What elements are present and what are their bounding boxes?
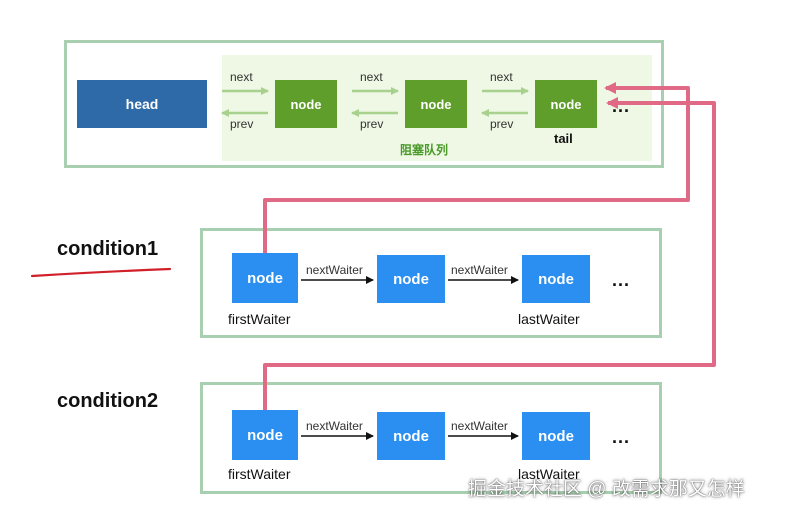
condition2-next-waiter-label-2: nextWaiter — [451, 419, 508, 433]
condition2-node-1: node — [232, 410, 298, 460]
condition2-to-tail-link — [263, 97, 716, 410]
condition2-node-2: node — [377, 412, 445, 460]
next-label-3: next — [490, 70, 513, 84]
condition2-first-waiter-label: firstWaiter — [228, 466, 291, 482]
head-node: head — [77, 80, 207, 128]
queue-node-2: node — [405, 80, 467, 128]
condition1-next-waiter-label-2: nextWaiter — [451, 263, 508, 277]
condition1-next-waiter-label-1: nextWaiter — [306, 263, 363, 277]
condition1-node-1: node — [232, 253, 298, 303]
watermark: 掘金技术社区 @ 改需求那又怎样 — [468, 479, 745, 500]
condition2-last-waiter-label: lastWaiter — [518, 466, 580, 482]
condition1-node-3: node — [522, 255, 590, 303]
condition2-title: condition2 — [57, 390, 159, 412]
prev-label-3: prev — [490, 117, 514, 131]
queue-node-1: node — [275, 80, 337, 128]
condition2-more-ellipsis: ... — [612, 427, 631, 447]
condition1-first-waiter-label: firstWaiter — [228, 311, 291, 327]
blocking-queue-title: 阻塞队列 — [400, 143, 449, 157]
condition1-node-2: node — [377, 255, 445, 303]
next-label-1: next — [230, 70, 253, 84]
condition2-node-3: node — [522, 412, 590, 460]
condition1-underline — [30, 267, 172, 278]
condition1-more-ellipsis: ... — [612, 270, 631, 290]
prev-label-1: prev — [230, 117, 254, 131]
next-label-2: next — [360, 70, 383, 84]
queue-node-3: node — [535, 80, 597, 128]
condition1-last-waiter-label: lastWaiter — [518, 311, 580, 327]
condition1-to-tail-link — [263, 82, 690, 253]
condition2-next-waiter-label-1: nextWaiter — [306, 419, 363, 433]
condition1-title: condition1 — [57, 238, 159, 260]
tail-label: tail — [554, 131, 573, 146]
prev-label-2: prev — [360, 117, 384, 131]
